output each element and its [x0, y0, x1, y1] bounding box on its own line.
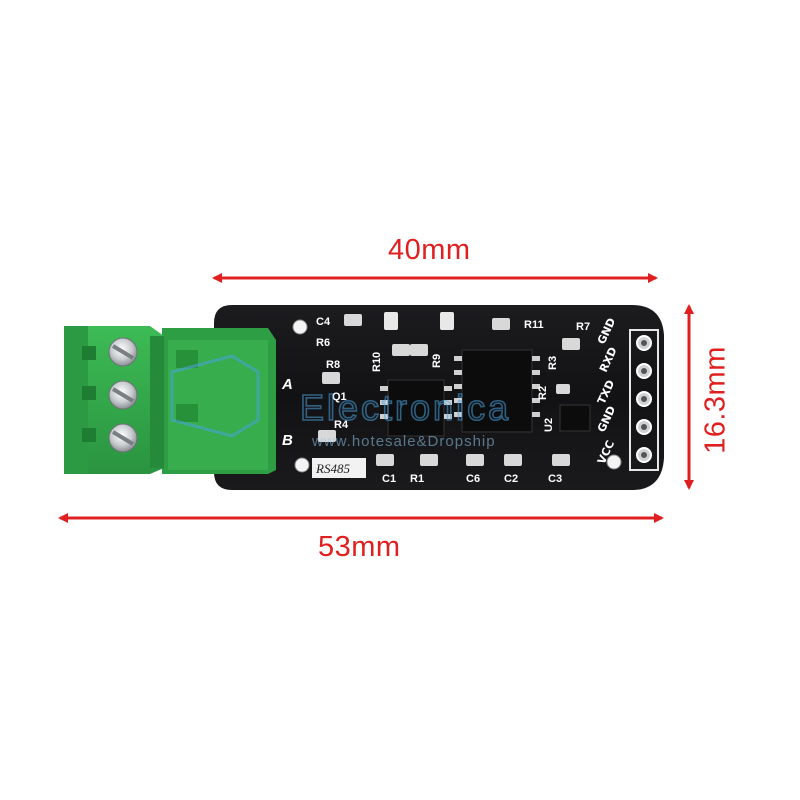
pcb-label-c3: C3 — [548, 473, 562, 485]
pcb-label-r7: R7 — [576, 321, 590, 333]
watermark-line1: Electronica — [300, 387, 511, 428]
mounting-hole — [606, 454, 622, 470]
ic-chip — [380, 379, 452, 437]
mounting-hole — [292, 319, 308, 335]
pcb-label-b: B — [282, 432, 293, 449]
rs485-label-box — [312, 458, 366, 478]
pcb-label-u2: U2 — [543, 418, 555, 432]
pcb-label-r6: R6 — [316, 337, 330, 349]
ic-chip — [454, 349, 540, 433]
screw — [108, 380, 138, 410]
dimension-board-length: 40mm — [388, 234, 471, 266]
pcb-label-r2: R2 — [537, 386, 549, 400]
pcb-label-r11: R11 — [524, 319, 544, 331]
transistor — [559, 404, 591, 432]
pcb-label-r8: R8 — [326, 359, 340, 371]
pcb-label-r10: R10 — [371, 352, 383, 372]
pin-header — [636, 335, 652, 463]
pcb-label-c6: C6 — [466, 473, 480, 485]
smd-components — [318, 312, 580, 466]
pin-header-outline — [629, 329, 659, 471]
pcb-label-c1: C1 — [382, 473, 396, 485]
pcb-label-r3: R3 — [547, 356, 559, 370]
watermark: Electronica www.hotesale&Dropship — [170, 354, 511, 450]
pcb-label-c4: C4 — [316, 316, 331, 328]
mounting-hole — [294, 457, 310, 473]
screw — [108, 337, 138, 367]
screw-terminal-block — [64, 326, 276, 474]
pcb-board: A B C4 R6 R8 Q1 R4 R10 R9 R11 R7 R3 R2 U… — [214, 305, 664, 490]
pcb-label-a: A — [281, 376, 293, 393]
watermark-logo — [170, 354, 260, 438]
rs485-title: RS485 — [315, 461, 350, 476]
pcb-label-r4: R4 — [334, 419, 349, 431]
dimension-overall-length: 53mm — [318, 531, 401, 563]
watermark-line2: www.hotesale&Dropship — [311, 433, 496, 450]
pcb-label-r9: R9 — [431, 354, 443, 368]
pcb-label-c2: C2 — [504, 473, 518, 485]
screw — [108, 423, 138, 453]
pcb-label-q1: Q1 — [332, 391, 347, 403]
pcb-label-r1: R1 — [410, 473, 424, 485]
